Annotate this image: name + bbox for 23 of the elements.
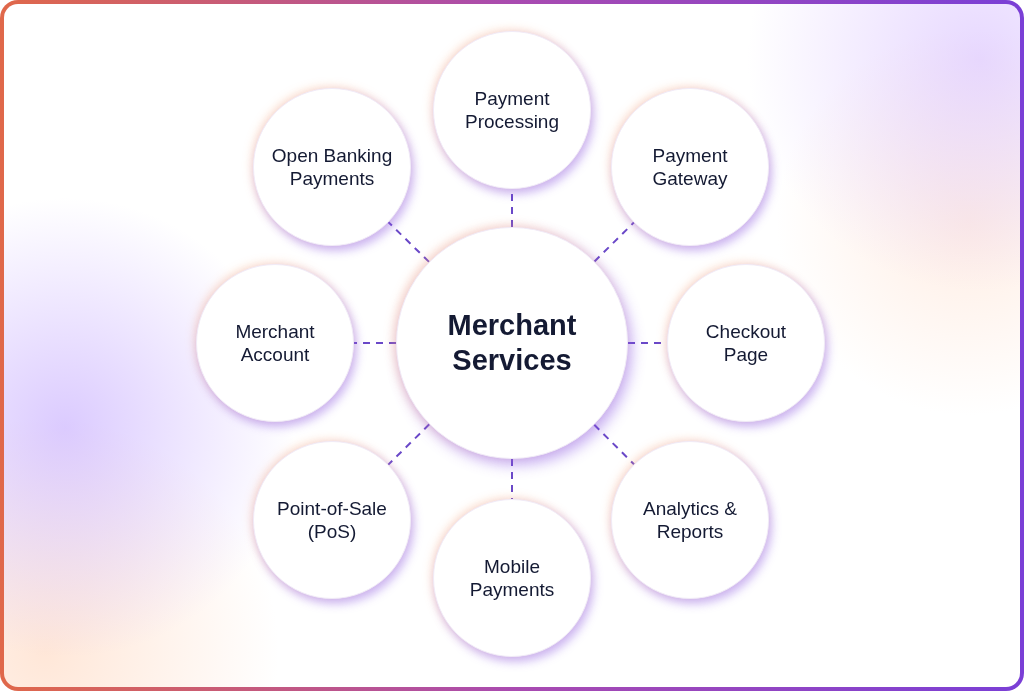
dashed-connector xyxy=(387,221,431,263)
service-circle xyxy=(433,499,591,657)
service-label: Merchant Account xyxy=(234,319,316,367)
service-label: Open Banking Payments xyxy=(270,143,394,191)
dashed-connector xyxy=(593,221,635,263)
service-circle xyxy=(196,264,354,422)
dashed-connector xyxy=(593,423,635,466)
service-label: Point-of-Sale (PoS) xyxy=(276,496,388,544)
central-circle xyxy=(396,227,628,459)
service-label: Analytics & Reports xyxy=(642,496,738,544)
service-circle xyxy=(253,441,411,599)
service-label: Mobile Payments xyxy=(468,554,556,602)
service-label: Payment Processing xyxy=(464,86,560,134)
service-circle xyxy=(611,441,769,599)
service-circle xyxy=(433,31,591,189)
service-label: Payment Gateway xyxy=(651,143,729,191)
service-circle xyxy=(667,264,825,422)
service-label: Checkout Page xyxy=(704,319,788,367)
service-circle xyxy=(611,88,769,246)
dashed-connector xyxy=(353,342,397,344)
service-circle xyxy=(253,88,411,246)
dashed-connector xyxy=(387,423,431,466)
central-title: Merchant Services xyxy=(446,307,578,378)
